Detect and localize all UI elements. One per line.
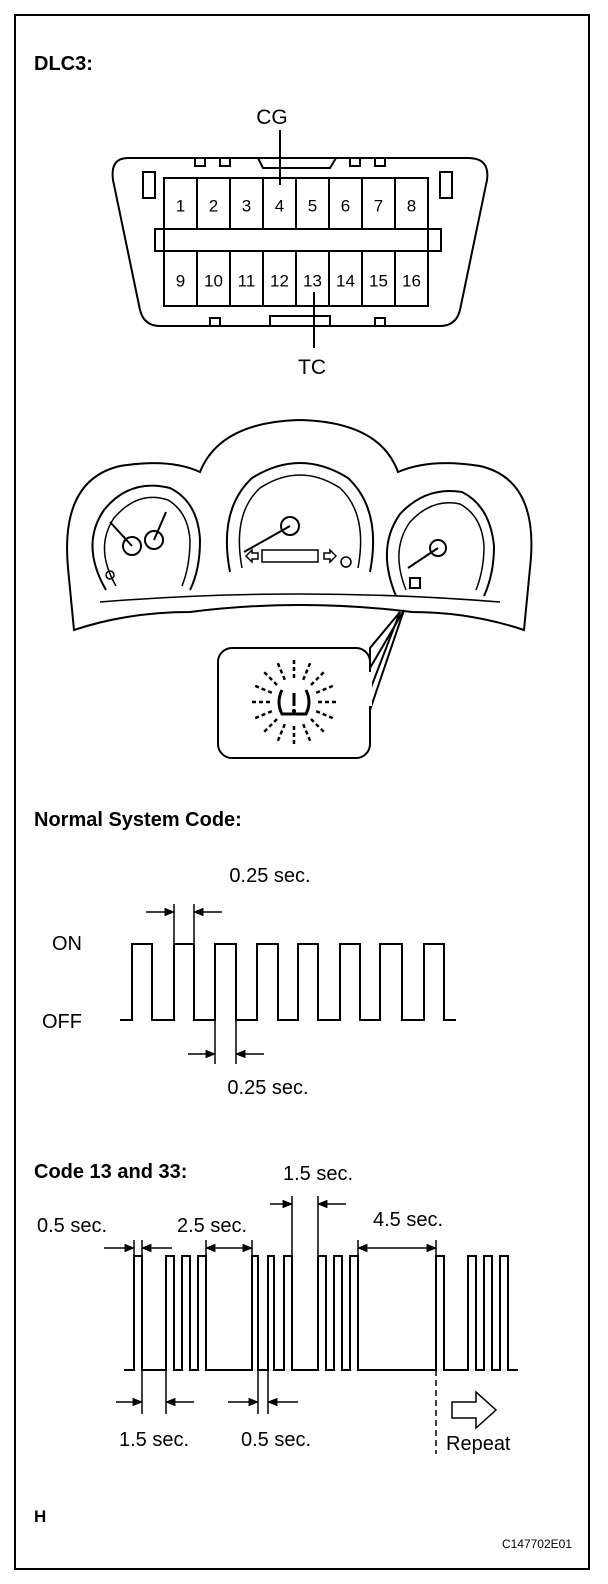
sunburst-ray xyxy=(315,684,334,694)
repeat-arrow-icon xyxy=(451,1390,498,1430)
sunburst-ray xyxy=(276,662,286,681)
tpms-warning-callout xyxy=(217,609,405,759)
code-waveform xyxy=(124,1255,518,1371)
bottom-pin-10: 10 xyxy=(204,272,223,291)
cg-label: CG xyxy=(256,106,288,129)
code-title: Code 13 and 33: xyxy=(34,1161,187,1183)
top-pin-1: 1 xyxy=(176,197,185,216)
dlc3-title: DLC3: xyxy=(34,53,93,75)
corner-letter: H xyxy=(34,1507,46,1526)
bottom-pin-13: 13 xyxy=(303,272,322,291)
code-time-2-5: 2.5 sec. xyxy=(177,1215,247,1237)
code-time-4-5: 4.5 sec. xyxy=(373,1209,443,1231)
sunburst-ray xyxy=(302,723,312,742)
code-time-0-5-bottom: 0.5 sec. xyxy=(241,1429,311,1451)
sunburst-ray xyxy=(263,718,278,733)
tc-label: TC xyxy=(298,356,326,379)
top-pin-4: 4 xyxy=(275,197,284,216)
bottom-pin-9: 9 xyxy=(176,272,185,291)
top-pin-6: 6 xyxy=(341,197,350,216)
sunburst-ray xyxy=(276,723,286,742)
sunburst-ray xyxy=(310,671,325,686)
bottom-pin-15: 15 xyxy=(369,272,388,291)
normal-waveform xyxy=(120,943,456,1021)
figure-frame xyxy=(14,14,590,1570)
sunburst-ray xyxy=(302,662,312,681)
repeat-label: Repeat xyxy=(446,1433,511,1455)
on-label: ON xyxy=(52,933,82,955)
sunburst-ray xyxy=(254,684,273,694)
sunburst-ray xyxy=(315,710,334,720)
top-pin-7: 7 xyxy=(374,197,383,216)
top-pin-3: 3 xyxy=(242,197,251,216)
sunburst-ray xyxy=(254,710,273,720)
off-label: OFF xyxy=(42,1011,82,1033)
bottom-pin-14: 14 xyxy=(336,272,355,291)
code-time-0-5-top: 0.5 sec. xyxy=(37,1215,107,1237)
code-time-1-5-top: 1.5 sec. xyxy=(283,1163,353,1185)
instrument-cluster xyxy=(66,418,533,632)
bottom-pin-12: 12 xyxy=(270,272,289,291)
top-pin-8: 8 xyxy=(407,197,416,216)
top-pin-5: 5 xyxy=(308,197,317,216)
normal-title: Normal System Code: xyxy=(34,809,242,831)
normal-bottom-time: 0.25 sec. xyxy=(227,1077,308,1099)
code-time-1-5-bottom: 1.5 sec. xyxy=(119,1429,189,1451)
sunburst-ray xyxy=(263,671,278,686)
tpms-warning-icon xyxy=(252,660,336,744)
bottom-pin-11: 11 xyxy=(238,272,256,291)
bottom-pin-16: 16 xyxy=(402,272,421,291)
figure-code: C147702E01 xyxy=(502,1537,572,1551)
sunburst-ray xyxy=(310,718,325,733)
normal-top-time: 0.25 sec. xyxy=(229,865,310,887)
top-pin-2: 2 xyxy=(209,197,218,216)
